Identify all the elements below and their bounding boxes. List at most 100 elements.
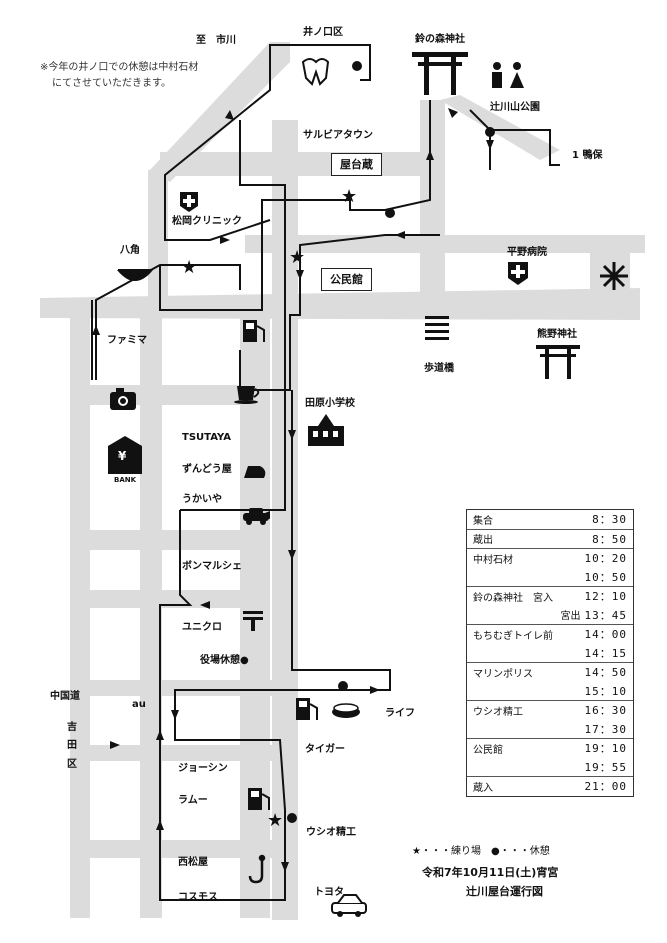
schedule-time: 14：00 [584,628,627,642]
car-icon [243,508,269,525]
clinic-icon [180,192,198,212]
star-marker: ★ [181,257,197,278]
footer-title: 辻川屋台運行図 [466,885,543,898]
label-yataigura: 屋台蔵 [331,153,382,176]
label-matsuoka-clinic: 松岡クリニック [172,216,242,227]
note-line-1: ※今年の井ノ口での休憩は中村石材 [40,62,199,73]
star-marker: ★ [289,247,305,268]
route-line [91,44,560,901]
schedule-time: 8：50 [592,532,627,546]
label-life: ライフ [385,708,415,719]
schedule-time: 19：55 [584,760,627,774]
label-yoshida-3: 区 [67,759,77,770]
label-yakuba-rest: 役場休憩● [200,655,249,666]
label-hodokyo: 歩道橋 [424,363,454,374]
schedule-row: 10：50 [467,568,633,587]
label-inoguchi: 井ノ口区 [303,27,343,38]
post-office-icon [243,611,263,631]
schedule-place: マリンポリス [473,668,533,680]
label-ukaiya: うかいや [182,494,222,505]
label-ramu: ラムー [178,795,208,806]
schedule-row: 19：55 [467,758,633,777]
rest-dot [287,813,297,823]
school-icon [308,414,344,446]
schedule-time: 8：30 [592,513,627,527]
legend: ★・・・練り場 ●・・・休憩 [412,846,550,857]
schedule-time: 19：10 [584,742,627,756]
schedule-time: 13：45 [584,608,627,622]
rest-dots [287,61,495,823]
label-tsutaya: TSUTAYA [182,432,231,443]
schedule-time: 17：30 [584,722,627,736]
schedule-row: 14：15 [467,644,633,663]
car-icon [331,894,367,917]
label-tiger: タイガー [305,744,345,755]
rest-dot [485,127,495,137]
camera-icon [110,388,136,410]
label-yoshida-1: 吉 [67,722,77,733]
label-tsujikawayama-park: 辻川山公園 [490,102,540,113]
bowl-icon [117,269,153,281]
cafe-icon [234,386,260,404]
schedule-time: 15：10 [584,684,627,698]
label-bank: BANK [114,476,137,484]
label-to-ichikawa: 至 市川 [196,35,236,46]
schedule-row: 15：10 [467,682,633,701]
label-zundouya: ずんどう屋 [182,464,232,475]
label-yen: ¥ [118,449,127,463]
schedule-row: もちむぎトイレ前 14：00 [467,625,633,644]
label-kumano-shrine: 熊野神社 [537,329,577,340]
schedule-place: 宮出 [560,611,581,623]
torii-icon [412,52,468,95]
label-tawara-school: 田原小学校 [305,398,355,409]
schedule-place: 鈴の森神社 宮入 [473,592,553,604]
rest-dot [352,61,362,71]
sushi-icon [332,703,360,718]
label-ushio: ウシオ精工 [306,827,356,838]
schedule-time: 14：15 [584,646,627,660]
label-yoshida-2: 田 [67,740,77,751]
emblem-icon [600,262,628,290]
torii-icon [536,345,580,379]
schedule-group: もちむぎトイレ前 14：00 14：15 [467,625,633,663]
hook-icon [248,854,266,884]
schedule-group: 公民館 19：10 19：55 [467,739,633,777]
label-au: au [132,699,146,710]
schedule-time: 10：50 [584,570,627,584]
schedule-time: 10：20 [584,552,627,566]
label-nishimatsuya: 西松屋 [178,857,208,868]
hospital-icon [508,262,528,285]
schedule-time: 16：30 [584,704,627,718]
label-kominkan: 公民館 [321,268,372,291]
label-hirano-hospital: 平野病院 [507,247,547,258]
note: ※今年の井ノ口での休憩は中村石材 にてさせていただきます。 [40,60,198,92]
schedule-row: 17：30 [467,720,633,739]
iron-icon [244,466,266,478]
label-chugoku-road: 中国道 [50,691,80,702]
rest-dot [385,208,395,218]
label-joshin: ジョーシン [178,763,228,774]
footer-date: 令和7年10月11日(土)宵宮 [422,866,559,879]
star-marker: ★ [341,186,357,207]
schedule-place: もちむぎトイレ前 [473,630,553,642]
toilet-icon [492,62,524,88]
label-hakkaku: 八角 [120,245,140,256]
schedule-place: 公民館 [473,744,503,756]
schedule-row: 公民館 19：10 [467,739,633,758]
gas-station-icon [248,788,270,810]
